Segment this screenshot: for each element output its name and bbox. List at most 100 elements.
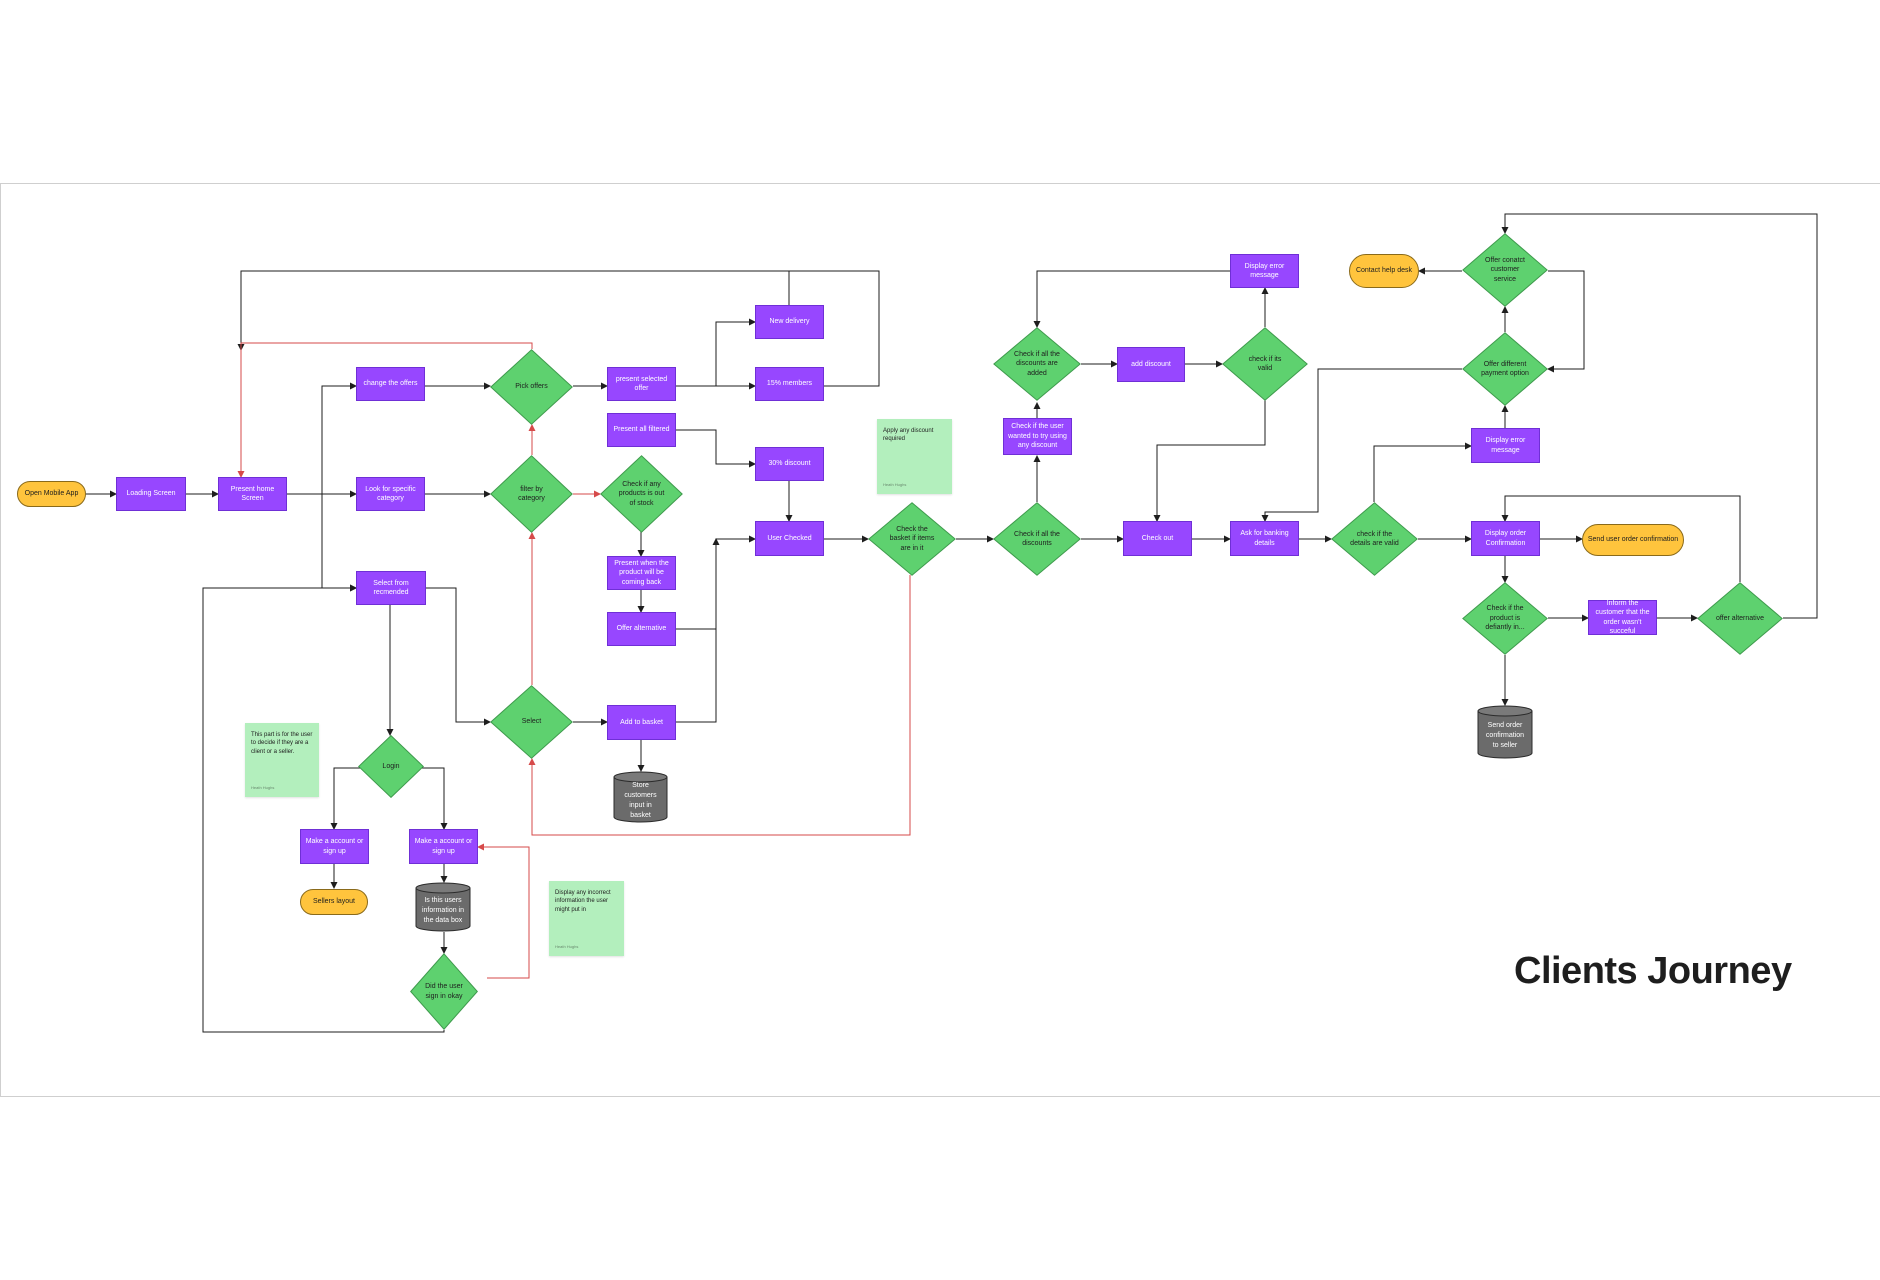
process-present-all-filtered[interactable]: Present all filtered: [607, 413, 676, 447]
decision-label: Select: [521, 718, 542, 726]
conn-error-added: [1033, 270, 1230, 328]
cylinder-shape: [1477, 705, 1533, 759]
decision-offer-contact-cs[interactable]: Offer conatct customer service: [1462, 233, 1548, 307]
database-send-to-seller[interactable]: Send order confirmation to seller: [1477, 705, 1533, 759]
conn-red-pick-home: [237, 342, 533, 478]
database-store-customers[interactable]: Store customers input in basket: [613, 771, 668, 823]
decision-label: Offer conatct customer service: [1485, 256, 1525, 283]
sticky-incorrect-info-note[interactable]: Display any incorrect information the us…: [549, 881, 624, 956]
conn-valid-error2: [1373, 442, 1472, 502]
diamond-shape: [600, 455, 683, 533]
sticky-discount-note[interactable]: Apply any discount required Heath Hughs: [877, 419, 952, 494]
decision-check-valid[interactable]: check if its valid: [1222, 327, 1308, 401]
cylinder-shape: [613, 771, 668, 823]
decision-login[interactable]: Login: [358, 735, 424, 798]
conn-offeralt-loop: [1501, 213, 1818, 619]
conn-home-branches: [287, 382, 357, 495]
diamond-shape: [410, 953, 478, 1030]
process-display-error-2[interactable]: Display error message: [1471, 428, 1540, 463]
decision-check-product-def[interactable]: Check if the product is defiantly in...: [1462, 582, 1548, 655]
sticky-author: Heath Hughs: [883, 482, 907, 488]
decision-label: offer alternative: [1715, 614, 1765, 622]
decision-pick-offers[interactable]: Pick offers: [490, 349, 573, 425]
process-change-offers[interactable]: change the offers: [356, 367, 425, 401]
sticky-user-type-note[interactable]: This part is for the user to decide if t…: [245, 723, 319, 797]
database-label: Store customers input in basket: [624, 782, 657, 819]
process-add-to-basket[interactable]: Add to basket: [607, 705, 676, 740]
process-present-when-back[interactable]: Present when the product will be coming …: [607, 556, 676, 590]
decision-offer-alternative-2[interactable]: offer alternative: [1697, 582, 1783, 655]
conn-offeralt-confirm: [1501, 495, 1741, 582]
sticky-author: Heath Hughs: [251, 785, 275, 791]
conn-home-recommended: [321, 494, 357, 592]
process-offer-alternative[interactable]: Offer alternative: [607, 612, 676, 646]
conn-red-basket-select: [528, 575, 911, 836]
decision-label: Pick offers: [515, 383, 548, 391]
diamond-shape: [993, 327, 1081, 401]
end-sellers-layout[interactable]: Sellers layout: [300, 889, 368, 915]
conn-presentall-30: [675, 429, 756, 468]
process-make-account-client[interactable]: Make a account or sign up: [409, 829, 478, 864]
conn-login-seller: [330, 767, 362, 830]
process-inform-customer[interactable]: Inform the customer that the order wasn'…: [1588, 600, 1657, 635]
diamond-shape: [490, 455, 573, 533]
decision-check-all-discounts[interactable]: Check if all the discounts: [993, 502, 1081, 576]
decision-select[interactable]: Select: [490, 685, 573, 759]
start-open-app[interactable]: Open Mobile App: [17, 481, 86, 507]
conn-valid-checkout: [1153, 400, 1266, 522]
process-select-recommended[interactable]: Select from recmended: [356, 571, 426, 605]
process-new-delivery[interactable]: New delivery: [755, 305, 824, 339]
conn-rec-select: [426, 587, 491, 726]
diamond-shape: [1462, 582, 1548, 655]
process-home[interactable]: Present home Screen: [218, 477, 287, 511]
process-check-user-wanted[interactable]: Check if the user wanted to try using an…: [1003, 418, 1072, 455]
diamond-shape: [490, 349, 573, 425]
database-is-user-info[interactable]: Is this users information in the data bo…: [415, 882, 471, 932]
decision-label: Check the basket if items are in it: [889, 525, 935, 552]
diamond-shape: [1331, 502, 1418, 576]
decision-label: Check if all the discounts: [1014, 530, 1060, 547]
conn-contact-diffpay: [1547, 270, 1585, 373]
process-make-account-seller[interactable]: Make a account or sign up: [300, 829, 369, 864]
process-15-members[interactable]: 15% members: [755, 367, 824, 401]
process-add-discount[interactable]: add discount: [1117, 347, 1185, 382]
decision-label: check if its valid: [1248, 355, 1282, 372]
end-contact-help[interactable]: Contact help desk: [1349, 254, 1419, 288]
decision-filter-category[interactable]: filter by category: [490, 455, 573, 533]
database-label: Is this users information in the data bo…: [421, 897, 465, 924]
decision-label: Check if any products is out of stock: [618, 480, 665, 507]
process-display-confirmation[interactable]: Display order Confirmation: [1471, 521, 1540, 556]
sticky-text: Display any incorrect information the us…: [555, 890, 611, 913]
sticky-text: Apply any discount required: [883, 428, 934, 443]
conn-sign-loop: [202, 584, 445, 1033]
decision-offer-diff-payment[interactable]: Offer different payment option: [1462, 332, 1548, 406]
conn-diffpay-ask: [1261, 368, 1462, 522]
process-ask-banking[interactable]: Ask for banking details: [1230, 521, 1299, 556]
diamond-shape: [993, 502, 1081, 576]
diamond-shape: [1697, 582, 1783, 655]
process-user-checked[interactable]: User Checked: [755, 521, 824, 556]
decision-check-all-added[interactable]: Check if all the discounts are added: [993, 327, 1081, 401]
process-30-discount[interactable]: 30% discount: [755, 447, 824, 481]
decision-check-out-of-stock[interactable]: Check if any products is out of stock: [600, 455, 683, 533]
process-look-category[interactable]: Look for specific category: [356, 477, 425, 511]
end-send-confirmation[interactable]: Send user order confirmation: [1582, 524, 1684, 556]
diamond-shape: [868, 502, 956, 576]
decision-check-details-valid[interactable]: check if the details are valid: [1331, 502, 1418, 576]
process-present-selected-offer[interactable]: present selected offer: [607, 367, 676, 401]
process-loading[interactable]: Loading Screen: [116, 477, 186, 511]
diamond-shape: [490, 685, 573, 759]
process-display-error-1[interactable]: Display error message: [1230, 254, 1299, 288]
decision-check-basket[interactable]: Check the basket if items are in it: [868, 502, 956, 576]
decision-label: Did the user sign in okay: [425, 983, 463, 1000]
decision-did-user-sign[interactable]: Did the user sign in okay: [410, 953, 478, 1030]
decision-label: filter by category: [518, 485, 545, 502]
conn-present-new: [715, 318, 756, 386]
sticky-author: Heath Hughs: [555, 944, 579, 950]
conn-add-user: [676, 538, 720, 723]
diamond-shape: [1462, 233, 1548, 307]
diamond-shape: [1222, 327, 1308, 401]
process-check-out[interactable]: Check out: [1123, 521, 1192, 556]
